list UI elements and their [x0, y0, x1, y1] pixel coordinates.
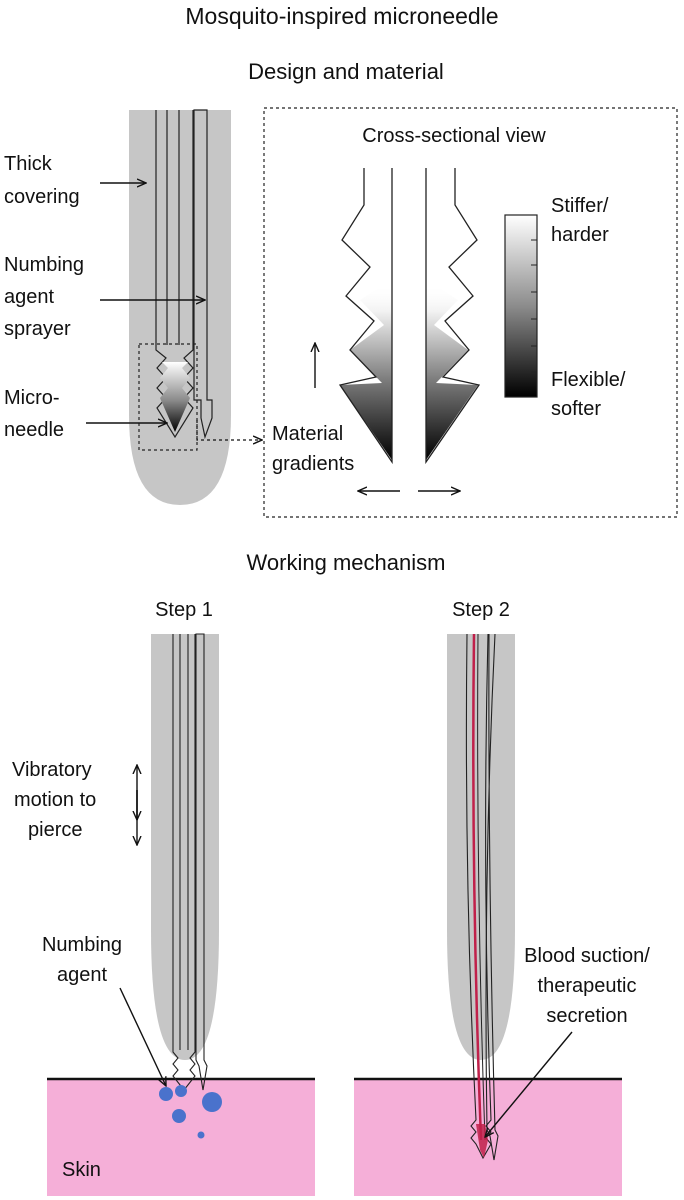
step1-skin: [47, 1079, 315, 1196]
label-micro-needle-line2: needle: [4, 419, 64, 441]
numbing-drop: [159, 1087, 173, 1101]
cross-section-needle: [338, 168, 481, 465]
label-thick-covering-line2: covering: [4, 186, 80, 208]
label-skin: Skin: [62, 1159, 101, 1181]
numbing-drop: [197, 1131, 205, 1139]
label-vibratory-line2: motion to: [14, 789, 96, 811]
proboscis-illustration: [129, 109, 231, 505]
label-material-gradients-line2: gradients: [272, 453, 354, 475]
label-stiffer-line1: Stiffer/: [551, 195, 609, 217]
step1-title: Step 1: [155, 599, 213, 621]
step2-sprayer: [485, 633, 499, 1161]
step2-illustration: [354, 633, 622, 1196]
step2-covering-shape: [447, 634, 515, 1060]
label-blood-line2: therapeutic: [538, 975, 637, 997]
label-micro-needle-line1: Micro-: [4, 387, 60, 409]
label-numbing-sprayer-line1: Numbing: [4, 254, 84, 276]
design-heading: Design and material: [248, 59, 444, 84]
step2-blood-channel-edge: [477, 633, 486, 1141]
stiffness-scale-bar: [504, 214, 538, 398]
mechanism-heading: Working mechanism: [247, 550, 446, 575]
label-vibratory-line3: pierce: [28, 819, 82, 841]
step2-needle-bundle: [465, 633, 492, 1160]
cross-section-heading: Cross-sectional view: [362, 125, 546, 147]
label-numbing-agent-line1: Numbing: [42, 934, 122, 956]
cross-section-left-half-outline: [338, 168, 393, 465]
label-vibratory-line1: Vibratory: [12, 759, 92, 781]
cross-section-left-half-fill: [340, 285, 392, 460]
label-flexible-line2: softer: [551, 398, 601, 420]
zoom-region-box: [138, 343, 198, 451]
label-stiffer-line2: harder: [551, 224, 609, 246]
step1-covering-shape: [151, 634, 219, 1060]
label-blood-line1: Blood suction/: [524, 945, 650, 967]
label-numbing-sprayer-line3: sprayer: [4, 318, 71, 340]
figure-title: Mosquito-inspired microneedle: [185, 3, 498, 29]
arrow-numbing-agent: [119, 987, 166, 1086]
step1-sprayer: [195, 633, 208, 1091]
step2-blood-channel: [472, 633, 483, 1141]
needle-bundle-outer: [155, 110, 194, 439]
arrow-blood-suction: [485, 1031, 573, 1137]
numbing-drop: [202, 1092, 222, 1112]
label-blood-line3: secretion: [546, 1005, 627, 1027]
label-numbing-sprayer-line2: agent: [4, 286, 54, 308]
step1-illustration: [47, 633, 315, 1196]
label-numbing-agent-line2: agent: [57, 964, 107, 986]
cross-section-right-half-outline: [425, 168, 481, 465]
label-thick-covering-line1: Thick: [4, 153, 53, 175]
microneedle-tip-gradient: [160, 362, 190, 432]
cross-section-box: [263, 107, 678, 518]
step2-skin: [354, 1079, 622, 1196]
zoom-connector-arrow: [196, 420, 262, 440]
numbing-drop: [175, 1085, 187, 1097]
label-flexible-line1: Flexible/: [551, 369, 626, 391]
step2-title: Step 2: [452, 599, 510, 621]
cross-section-right-half-fill: [426, 285, 478, 460]
numbing-drop: [172, 1109, 186, 1123]
thick-covering-shape: [129, 110, 231, 505]
label-material-gradients-line1: Material: [272, 423, 343, 445]
